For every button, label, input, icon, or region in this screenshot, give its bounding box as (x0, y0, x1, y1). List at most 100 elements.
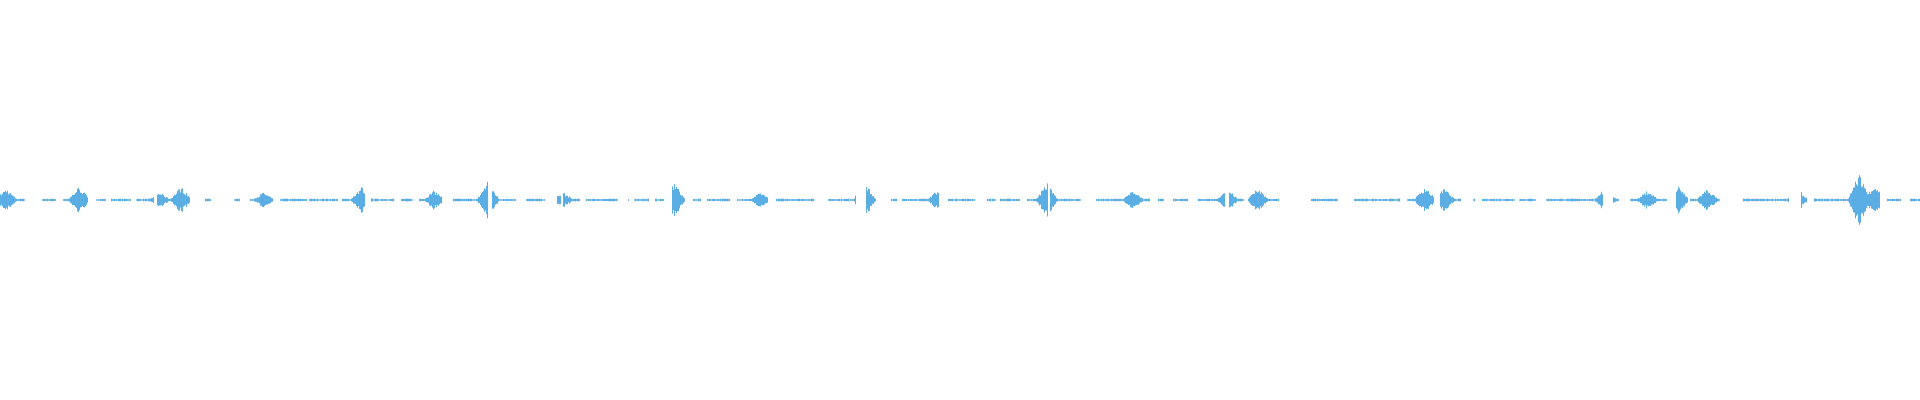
waveform-bar (1045, 189, 1046, 211)
waveform-bar (1075, 199, 1076, 201)
waveform-bar (7, 190, 8, 210)
waveform-bar (1661, 199, 1662, 201)
waveform-bar (349, 199, 350, 201)
waveform-bar (1488, 199, 1489, 201)
waveform-bar (150, 198, 151, 202)
waveform-bar (486, 185, 487, 215)
waveform-bar (403, 199, 404, 201)
waveform-bar (385, 199, 386, 201)
waveform-bar (683, 197, 684, 203)
waveform-bar (990, 198, 991, 202)
waveform-bar (1399, 198, 1400, 202)
waveform-segment (280, 198, 307, 202)
waveform-bar (69, 198, 70, 202)
waveform-bar (1354, 199, 1355, 201)
waveform-bar (716, 199, 717, 201)
waveform-bar (893, 199, 894, 201)
waveform-bar (645, 198, 646, 202)
waveform-bar (970, 199, 971, 201)
waveform-bar (1114, 198, 1115, 202)
waveform-bar (677, 189, 678, 211)
waveform-segment (157, 188, 190, 212)
waveform-bar (1178, 199, 1179, 201)
waveform-bar (1546, 199, 1547, 201)
waveform-bar (457, 198, 458, 202)
waveform-bar (1783, 198, 1784, 202)
waveform-bar (1752, 198, 1753, 202)
waveform-bar (1651, 195, 1652, 205)
waveform-bar (166, 197, 167, 203)
waveform-bar (463, 199, 464, 201)
waveform-bar (1180, 199, 1181, 202)
waveform-bar (679, 191, 680, 209)
waveform-bar (1554, 198, 1555, 202)
waveform-bar (1271, 199, 1272, 201)
waveform-bar (1446, 191, 1447, 209)
waveform-bar (558, 196, 559, 204)
waveform-bar (258, 197, 259, 203)
waveform-bar (928, 198, 929, 202)
waveform-bar (1252, 194, 1253, 206)
waveform-bar (739, 199, 740, 201)
waveform-bar (1136, 195, 1137, 205)
waveform-bar (1219, 197, 1220, 203)
waveform-bar (22, 198, 23, 202)
waveform-bar (1914, 198, 1915, 202)
waveform-bar (988, 199, 989, 201)
waveform-segment (672, 184, 685, 216)
waveform-bar (1617, 198, 1618, 202)
waveform-bar (1413, 198, 1414, 202)
waveform-bar (1548, 198, 1549, 202)
waveform-bar (1250, 196, 1251, 204)
waveform-bar (1007, 198, 1008, 202)
waveform-bar (1692, 198, 1693, 202)
waveform-bar (724, 198, 725, 202)
waveform-bar (1591, 199, 1592, 201)
waveform-bar (745, 199, 746, 201)
waveform-bar (510, 198, 511, 202)
waveform-bar (1633, 199, 1634, 201)
waveform-bar (708, 199, 709, 201)
waveform-bar (128, 199, 129, 201)
waveform-bar (428, 197, 429, 203)
waveform-segment (948, 198, 975, 202)
waveform-bar (842, 199, 843, 201)
waveform-bar (661, 199, 662, 201)
waveform-bar (907, 199, 908, 201)
waveform-bar (68, 198, 69, 202)
waveform-bar (830, 198, 831, 202)
waveform-bar (1198, 198, 1199, 202)
waveform-bar (1043, 190, 1044, 210)
waveform-bar (402, 198, 403, 202)
waveform-bar (410, 198, 411, 202)
waveform-bar (714, 199, 715, 201)
waveform-bar (641, 199, 642, 201)
waveform-segment (342, 187, 365, 213)
waveform-bar (137, 198, 138, 202)
waveform-bar (845, 198, 846, 202)
waveform-bar (1076, 199, 1077, 201)
waveform-bar (468, 198, 469, 202)
waveform-bar (51, 198, 52, 202)
waveform-bar (464, 198, 465, 202)
waveform-bar (1204, 199, 1205, 201)
waveform-bar (1102, 199, 1103, 201)
waveform-bar (1677, 190, 1678, 210)
waveform-bar (1678, 186, 1679, 214)
waveform-bar (1878, 192, 1879, 208)
waveform-bar (764, 195, 765, 205)
waveform-bar (325, 199, 326, 201)
waveform-bar (829, 199, 830, 201)
waveform-bar (1128, 194, 1129, 205)
waveform-bar (1162, 198, 1163, 202)
waveform-bar (1910, 198, 1911, 202)
waveform-bar (11, 194, 12, 206)
waveform-bar (727, 198, 728, 202)
waveform-bar (111, 198, 112, 202)
waveform-bar (507, 199, 508, 201)
waveform-bar (577, 198, 578, 202)
waveform-segment (1198, 193, 1225, 207)
waveform-bar (408, 198, 409, 202)
